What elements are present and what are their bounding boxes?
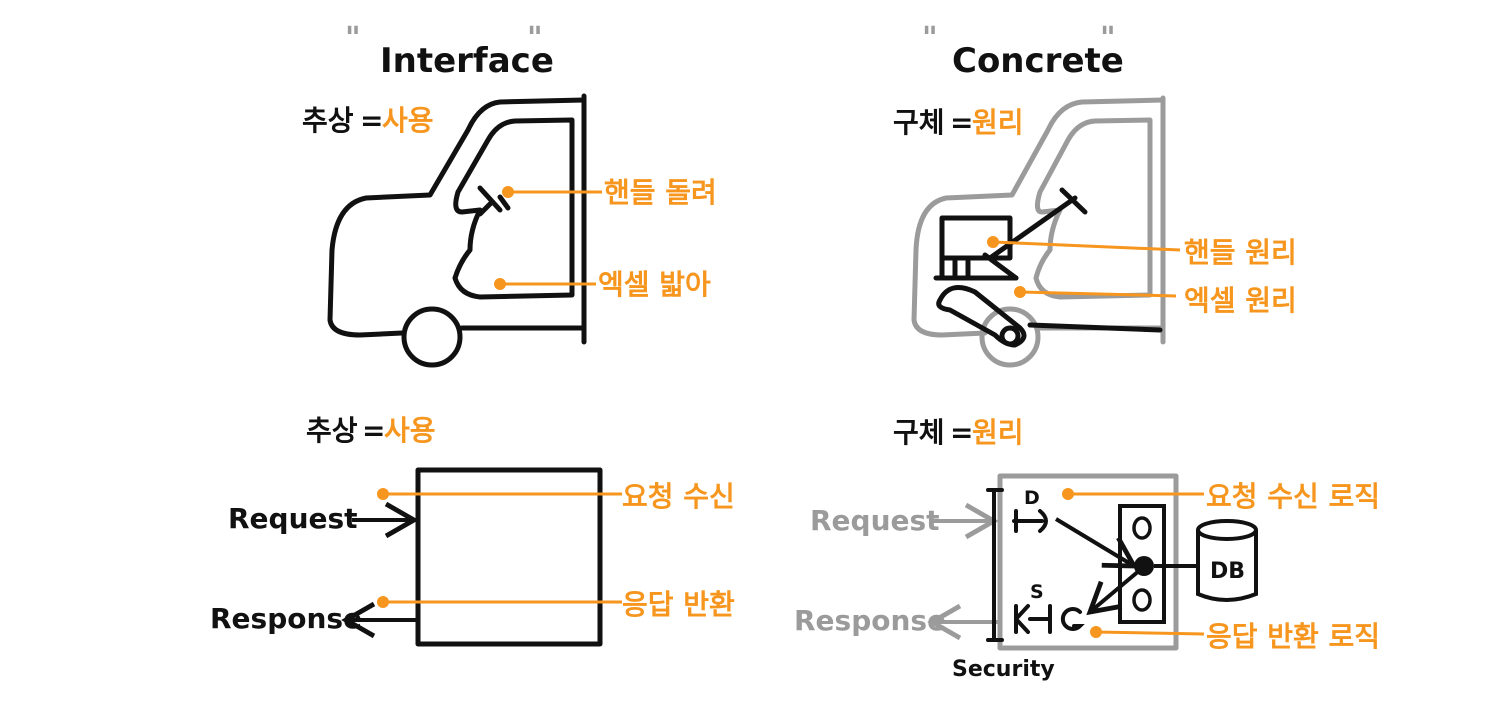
pedal-leader bbox=[1019, 290, 1177, 298]
serializer-icon bbox=[1014, 604, 1052, 634]
receive-label: 요청 수신 bbox=[622, 480, 735, 513]
return-leader bbox=[1095, 630, 1205, 636]
controller-slot-top bbox=[1132, 516, 1152, 540]
response-label: Response bbox=[210, 602, 362, 635]
server-box bbox=[415, 467, 603, 647]
formula-concrete-server: 구체 = 원리 bbox=[893, 416, 1024, 449]
formula-left: 구체 bbox=[893, 416, 945, 449]
title-quote-close: " bbox=[1100, 21, 1116, 56]
return-arrow bbox=[1086, 568, 1142, 616]
response-label: Response bbox=[794, 604, 946, 637]
formula-concrete-car: 구체 = 원리 bbox=[893, 106, 1024, 139]
interface-car-callouts: 핸들 돌려 엑셀 밟아 bbox=[494, 176, 717, 301]
steering-column bbox=[987, 187, 1088, 261]
formula-right: 원리 bbox=[972, 106, 1024, 139]
return-dot bbox=[377, 596, 389, 608]
interface-server: Request Response 요청 수신 응답 반환 bbox=[210, 467, 735, 647]
formula-right: 원리 bbox=[972, 416, 1024, 449]
request-label: Request bbox=[228, 502, 358, 535]
pedal-label: 엑셀 밟아 bbox=[598, 268, 711, 301]
formula-eq: = bbox=[360, 104, 383, 137]
steering-label: 핸들 돌려 bbox=[604, 176, 717, 209]
db-top bbox=[1196, 519, 1258, 541]
formula-left: 추상 bbox=[306, 414, 358, 447]
car-body-outline bbox=[327, 97, 587, 338]
formula-eq: = bbox=[950, 106, 973, 139]
title-concrete-text: Concrete bbox=[952, 41, 1124, 81]
steering-dot bbox=[987, 236, 999, 248]
request-label: Request bbox=[810, 504, 940, 537]
pedal-label: 엑셀 원리 bbox=[1184, 284, 1297, 317]
controller-slot-bottom bbox=[1132, 588, 1152, 612]
title-interface: " Interface " bbox=[345, 21, 554, 81]
gear-teeth bbox=[933, 255, 1019, 281]
car-wheel bbox=[401, 306, 463, 368]
s-marker: S bbox=[1030, 581, 1044, 603]
interface-car-drawing bbox=[327, 93, 587, 368]
formula-eq: = bbox=[950, 416, 973, 449]
server-box bbox=[997, 473, 1179, 651]
security-label: Security bbox=[952, 657, 1055, 682]
steering-leader bbox=[992, 240, 1181, 252]
db-cylinder: DB bbox=[1196, 519, 1258, 602]
return-label: 응답 반환 로직 bbox=[1206, 620, 1380, 653]
formula-right: 사용 bbox=[382, 104, 434, 137]
title-quote-open: " bbox=[922, 21, 938, 56]
formula-eq: = bbox=[362, 414, 385, 447]
d-marker: D bbox=[1024, 487, 1040, 509]
concrete-car-mechanism bbox=[933, 187, 1163, 348]
return-dot bbox=[1090, 626, 1102, 638]
steering-wheel-icon bbox=[477, 185, 511, 217]
formula-left: 구체 bbox=[893, 106, 945, 139]
db-body bbox=[1196, 530, 1258, 602]
g-node bbox=[1060, 607, 1085, 631]
title-quote-close: " bbox=[527, 21, 543, 56]
security-bar bbox=[986, 488, 1004, 642]
car-window-door bbox=[452, 117, 575, 300]
dispatch-arrow bbox=[1054, 517, 1139, 569]
pedal-dot bbox=[494, 278, 506, 290]
pedal-dot bbox=[1014, 286, 1026, 298]
receive-dot bbox=[1062, 488, 1074, 500]
formula-interface-car: 추상 = 사용 bbox=[302, 104, 434, 137]
receive-label: 요청 수신 로직 bbox=[1206, 480, 1380, 513]
title-concrete: " Concrete " bbox=[922, 21, 1124, 81]
return-label: 응답 반환 bbox=[622, 588, 735, 621]
dispatcher-icon bbox=[1012, 509, 1048, 533]
car-window-door bbox=[1033, 117, 1153, 300]
car-wheel bbox=[979, 306, 1041, 368]
formula-interface-server: 추상 = 사용 bbox=[306, 414, 436, 447]
title-interface-text: Interface bbox=[380, 41, 554, 81]
concrete-car-callouts: 핸들 원리 엑셀 원리 bbox=[987, 236, 1297, 317]
car-body-outline bbox=[911, 97, 1166, 338]
concrete-server: Request Response Security D S DB bbox=[794, 473, 1380, 682]
formula-right: 사용 bbox=[384, 414, 436, 447]
pedal-pivot bbox=[999, 325, 1021, 347]
steering-dot bbox=[502, 186, 514, 198]
formula-left: 추상 bbox=[302, 104, 354, 137]
steering-label: 핸들 원리 bbox=[1184, 236, 1297, 269]
receive-dot bbox=[377, 488, 389, 500]
steering-gearbox bbox=[939, 215, 1013, 261]
title-quote-open: " bbox=[345, 21, 361, 56]
gear-link bbox=[982, 252, 1019, 281]
pedal-rod bbox=[1027, 322, 1163, 333]
db-label: DB bbox=[1210, 559, 1245, 584]
